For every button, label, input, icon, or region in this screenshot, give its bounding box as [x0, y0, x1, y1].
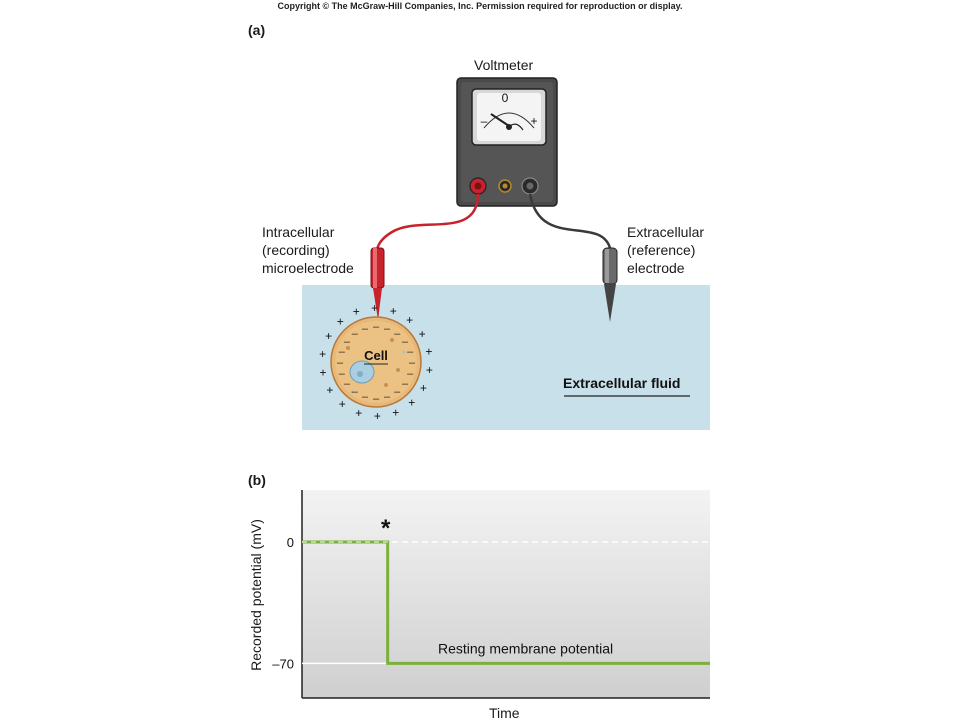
y-tick-label: 0 — [287, 535, 294, 550]
negative-charge: – — [362, 391, 369, 403]
negative-charge: – — [384, 323, 391, 335]
negative-charge: – — [337, 357, 344, 369]
y-tick-label: –70 — [272, 656, 294, 671]
negative-charge: – — [407, 368, 414, 380]
x-axis-label: Time — [489, 705, 520, 721]
y-axis-label: Recorded potential (mV) — [248, 519, 264, 671]
positive-charge: + — [326, 383, 333, 397]
negative-charge: – — [344, 336, 351, 348]
recording-setup-diagram: 0 – + Cell ++++++++++++++++++ ––––––––––… — [302, 77, 710, 430]
negative-charge: – — [409, 357, 416, 369]
negative-charge: – — [352, 328, 359, 340]
positive-charge: + — [419, 327, 426, 341]
membrane-potential-chart: 0 –70 * Resting membrane potential — [272, 490, 710, 699]
extracellular-fluid-label: Extracellular fluid — [563, 375, 680, 391]
intracellular-microelectrode — [370, 247, 385, 322]
negative-charge: – — [344, 378, 351, 390]
cell-label: Cell — [364, 348, 388, 363]
negative-charge: – — [394, 386, 401, 398]
positive-charge: + — [355, 406, 362, 420]
extracellular-electrode-label: Extracellular (reference) electrode — [627, 223, 704, 277]
intracellular-electrode-label: Intracellular (recording) microelectrode — [262, 223, 354, 277]
positive-charge: + — [353, 305, 360, 319]
black-lead-wire — [528, 193, 612, 249]
intracellular-label-line-2: (recording) — [262, 242, 330, 258]
inner-negative-charges: –––––––––––––––––––– — [337, 321, 416, 405]
positive-charge: + — [392, 405, 399, 419]
positive-charge: + — [426, 363, 433, 377]
negative-charge: – — [352, 386, 359, 398]
positive-charge: + — [325, 329, 332, 343]
potential-trace — [302, 540, 710, 665]
resting-potential-label: Resting membrane potential — [438, 640, 613, 656]
extracellular-reference-electrode — [602, 247, 618, 322]
insertion-marker: * — [381, 515, 391, 542]
panel-b-label: (b) — [248, 472, 266, 488]
negative-charge: – — [373, 393, 380, 405]
positive-charge: + — [371, 301, 378, 315]
positive-charge: + — [420, 381, 427, 395]
negative-charge: – — [373, 321, 380, 333]
voltmeter-title: Voltmeter — [474, 57, 534, 73]
positive-charge: + — [425, 344, 432, 358]
intracellular-label-line-1: Intracellular — [262, 224, 335, 240]
negative-charge: – — [384, 391, 391, 403]
positive-charge: + — [374, 409, 381, 423]
negative-charge: – — [402, 378, 409, 390]
negative-charge: – — [339, 368, 346, 380]
positive-charge: + — [339, 397, 346, 411]
red-lead-wire — [375, 193, 480, 251]
extracellular-label-line-2: (reference) — [627, 242, 696, 258]
negative-charge: – — [362, 323, 369, 335]
extracellular-label-line-3: electrode — [627, 260, 685, 276]
positive-charge: + — [320, 366, 327, 380]
positive-charge: + — [319, 347, 326, 361]
dial-minus-label: – — [481, 114, 488, 128]
intracellular-label-line-3: microelectrode — [262, 260, 354, 276]
dial-zero-label: 0 — [502, 91, 509, 105]
negative-charge: – — [394, 328, 401, 340]
positive-charge: + — [406, 313, 413, 327]
copyright-notice: Copyright © The McGraw-Hill Companies, I… — [277, 1, 683, 11]
voltmeter-needle — [490, 113, 510, 127]
negative-charge: – — [402, 336, 409, 348]
chart-plot-area — [302, 490, 710, 698]
voltmeter — [456, 77, 558, 207]
negative-charge: – — [407, 346, 414, 358]
positive-charge: + — [408, 396, 415, 410]
extracellular-label-line-1: Extracellular — [627, 224, 705, 240]
positive-charge: + — [390, 304, 397, 318]
negative-charge: – — [339, 346, 346, 358]
cell — [330, 316, 422, 408]
outer-positive-charges: + + + + + + + + + + + + + + + + + + — [319, 301, 433, 423]
panel-a-label: (a) — [248, 22, 266, 38]
dial-plus-label: + — [530, 114, 537, 128]
positive-charge: + — [337, 314, 344, 328]
